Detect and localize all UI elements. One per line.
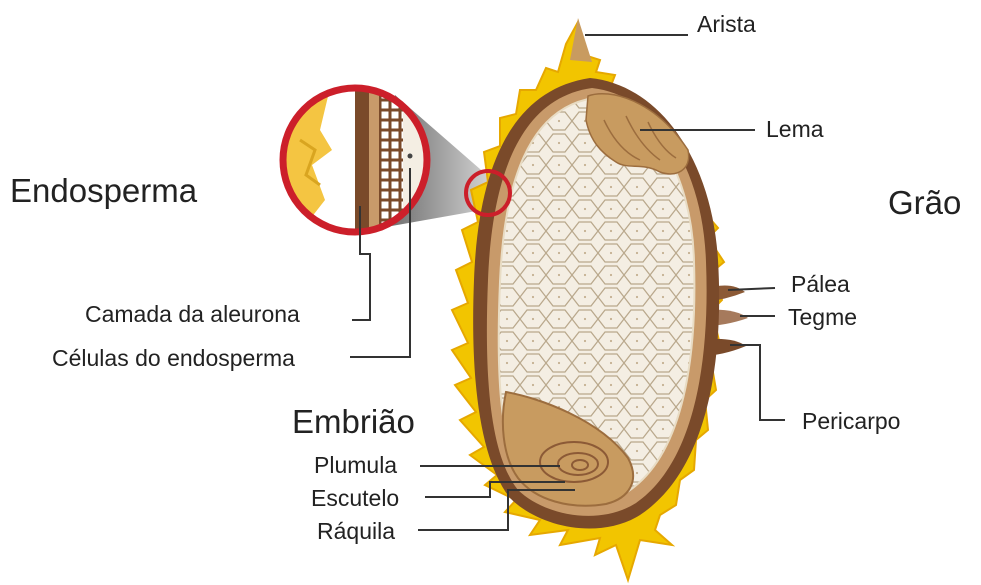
label-camada-aleurona: Camada da aleurona	[85, 303, 300, 326]
label-raquila: Ráquila	[317, 520, 395, 543]
label-celulas-endosperma: Células do endosperma	[52, 347, 295, 370]
leader-pericarpo	[730, 345, 785, 420]
label-lema: Lema	[766, 118, 824, 141]
endosperma-heading: Endosperma	[10, 174, 197, 207]
grao-heading: Grão	[888, 186, 961, 219]
label-plumula: Plumula	[314, 454, 397, 477]
embriao-heading: Embrião	[292, 405, 415, 438]
label-arista: Arista	[697, 13, 756, 36]
label-tegme: Tegme	[788, 306, 857, 329]
label-escutelo: Escutelo	[311, 487, 399, 510]
label-palea: Pálea	[791, 273, 850, 296]
label-pericarpo: Pericarpo	[802, 410, 900, 433]
